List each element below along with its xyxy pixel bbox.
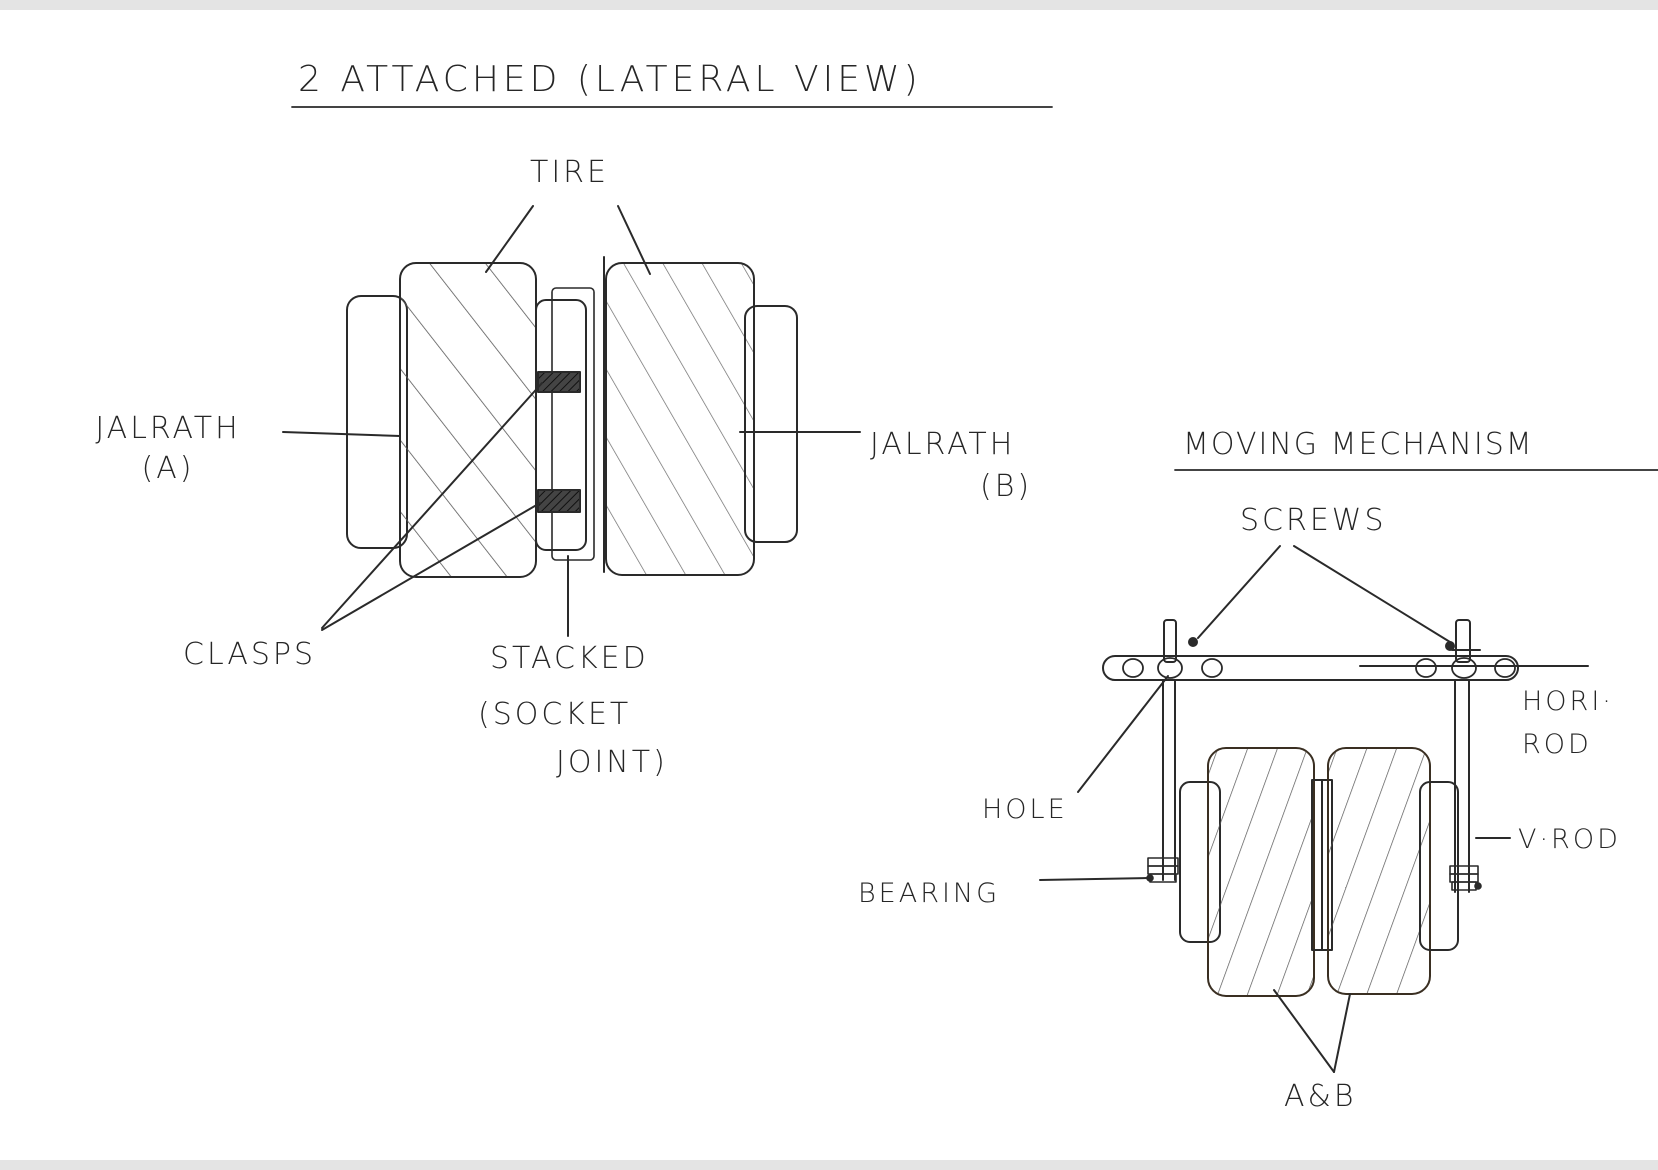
tire-a bbox=[399, 262, 537, 578]
tire-b bbox=[605, 262, 755, 576]
lateral-view-title: 2 ATTACHED (LATERAL VIEW) bbox=[298, 59, 922, 100]
socket-joint bbox=[535, 299, 587, 551]
bearing-left bbox=[1146, 857, 1179, 883]
bearing-leader bbox=[1039, 877, 1149, 881]
jalrath-b-hub bbox=[744, 305, 798, 543]
jalrath-a-leader bbox=[282, 431, 401, 437]
clasp-top bbox=[537, 371, 581, 393]
clasps-leader-2 bbox=[321, 502, 541, 631]
jalrath-b-label: JALRATH (B) bbox=[870, 430, 1070, 502]
hori-rod-label-line2: ROD bbox=[1522, 729, 1592, 760]
moving-mechanism-diagram bbox=[1039, 469, 1658, 1073]
ab-leader-b bbox=[1333, 993, 1351, 1073]
screws-label: SCREWS bbox=[1240, 503, 1387, 538]
mechanism-title: MOVING MECHANISM bbox=[1183, 427, 1534, 462]
lateral-view-diagram bbox=[282, 106, 1053, 637]
jalrath-b-label-line2: (B) bbox=[980, 469, 1033, 504]
hole-label: HOLE bbox=[982, 794, 1068, 825]
v-rod-label: V·ROD bbox=[1518, 824, 1621, 855]
horizontal-rod bbox=[1102, 655, 1519, 681]
bearing-label: BEARING bbox=[858, 878, 1001, 909]
screw-left bbox=[1163, 619, 1177, 663]
screws-leader-left bbox=[1197, 545, 1281, 639]
tire-leader-a bbox=[485, 205, 534, 273]
screws-leader-right bbox=[1293, 545, 1451, 643]
tire-label: TIRE bbox=[530, 155, 609, 190]
hole-leader bbox=[1077, 675, 1169, 793]
jalrath-a-label: JALRATH (A) bbox=[72, 414, 264, 484]
clasps-label: CLASPS bbox=[183, 637, 317, 672]
jalrath-a-hub bbox=[346, 295, 408, 549]
screw-dot-left bbox=[1188, 637, 1198, 647]
wheel-b-tire bbox=[1327, 747, 1431, 995]
screw-dot-right bbox=[1445, 641, 1455, 651]
clasps-leader-1 bbox=[321, 382, 543, 629]
jalrath-a-label-line2: (A) bbox=[141, 451, 195, 486]
a-and-b-label: A&B bbox=[1284, 1079, 1357, 1114]
rod-holes bbox=[1122, 657, 1516, 679]
wheel-a-tire bbox=[1207, 747, 1315, 997]
bearing-right bbox=[1449, 865, 1482, 891]
stacked-label-line1: STACKED bbox=[490, 641, 649, 676]
tire-leader-b bbox=[617, 205, 651, 275]
socket-joint-inner bbox=[551, 287, 595, 561]
jalrath-a-label-line1: JALRATH bbox=[95, 411, 241, 446]
screw-right bbox=[1455, 619, 1471, 663]
stacked-label-line3: JOINT) bbox=[556, 745, 668, 780]
jalrath-b-label-line1: JALRATH bbox=[870, 427, 1016, 462]
stacked-label-line2: (SOCKET bbox=[478, 697, 632, 732]
clasp-bottom bbox=[537, 489, 581, 513]
ab-leader-a bbox=[1273, 989, 1335, 1073]
wheel-b-hub bbox=[1419, 781, 1459, 951]
hori-rod-label-line1: HORI· bbox=[1522, 686, 1614, 717]
hori-rod-label: HORI· ROD bbox=[1522, 688, 1614, 758]
stacked-label: STACKED (SOCKET JOINT) bbox=[478, 641, 668, 780]
